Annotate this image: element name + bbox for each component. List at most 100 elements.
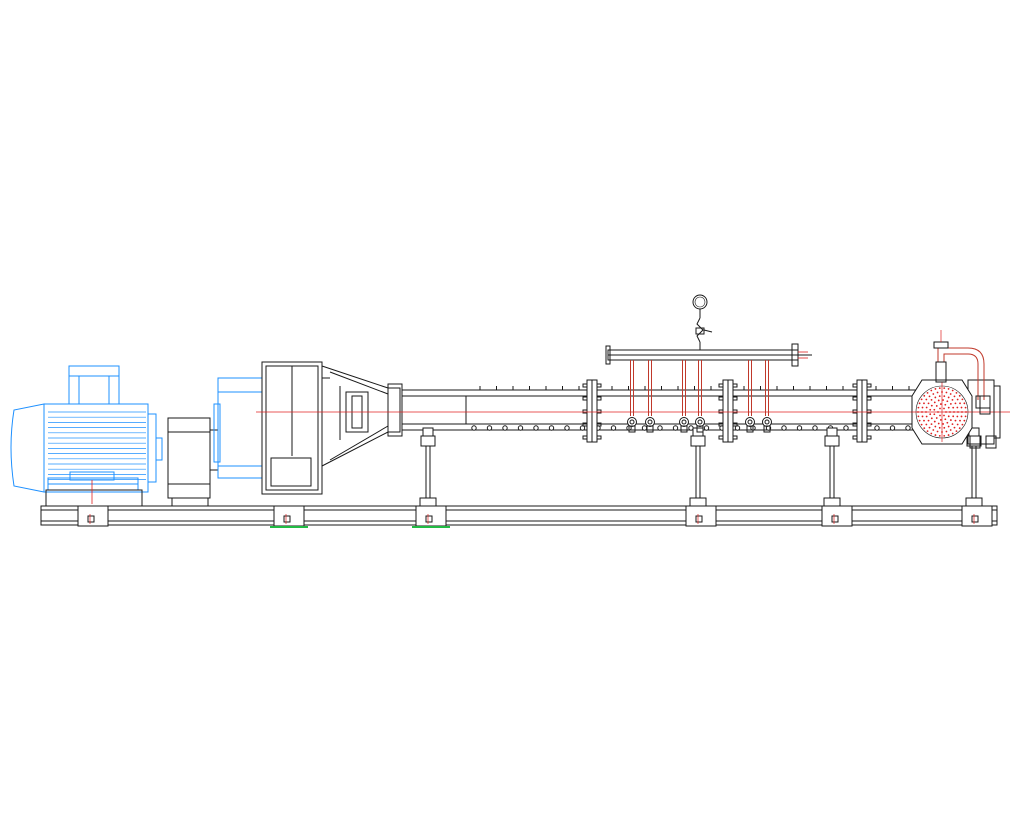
- bottom-bolt: [533, 425, 539, 431]
- pressure-tap: [695, 360, 705, 433]
- plate-hole: [926, 391, 929, 394]
- plate-hole: [935, 417, 938, 419]
- plate-hole: [956, 415, 959, 418]
- plate-hole: [946, 421, 949, 424]
- support-stand: [689, 427, 707, 507]
- plate-hole: [939, 414, 941, 417]
- base-foot: [685, 505, 717, 527]
- plate-hole: [936, 430, 939, 433]
- plate-hole: [927, 402, 930, 405]
- plate-hole: [963, 402, 966, 405]
- plate-hole: [964, 415, 967, 418]
- plate-hole: [955, 430, 958, 433]
- plate-hole: [918, 419, 921, 422]
- plate-hole: [947, 434, 950, 436]
- base-foot: [821, 505, 853, 527]
- plate-hole: [954, 419, 957, 422]
- plate-hole: [933, 413, 936, 416]
- plate-hole: [934, 425, 937, 428]
- plate-hole: [930, 423, 933, 425]
- plate-hole: [932, 429, 935, 431]
- base-feet: [77, 505, 993, 528]
- plate-hole: [928, 395, 931, 398]
- plate-hole: [943, 407, 945, 410]
- plate-hole: [953, 426, 956, 429]
- plate-hole: [917, 415, 920, 418]
- plate-hole: [951, 389, 954, 392]
- plate-hole: [944, 418, 947, 421]
- plate-hole: [947, 396, 950, 399]
- base-foot: [270, 505, 308, 528]
- plate-hole: [963, 419, 966, 422]
- plate-hole: [943, 434, 946, 437]
- plate-hole: [934, 434, 937, 436]
- plate-hole: [930, 432, 933, 435]
- plate-hole: [930, 417, 933, 420]
- plate-hole: [949, 429, 952, 431]
- bottom-bolt: [796, 425, 803, 431]
- plate-hole: [923, 419, 925, 422]
- bottom-bolt: [812, 425, 818, 431]
- pressure-tap: [679, 360, 689, 433]
- plate-hole: [933, 401, 936, 404]
- bottom-bolt: [657, 425, 663, 431]
- plate-hole: [945, 430, 948, 433]
- plate-hole: [938, 387, 941, 390]
- pressure-tap: [745, 360, 755, 433]
- base-foot: [77, 505, 109, 527]
- plate-hole: [949, 419, 952, 421]
- base-frame: [40, 505, 998, 526]
- plate-hole: [930, 399, 933, 401]
- plate-hole: [935, 405, 938, 407]
- plate-hole: [920, 423, 923, 426]
- plate-hole: [947, 406, 950, 409]
- bottom-bolt: [781, 425, 787, 431]
- plate-hole: [917, 406, 920, 409]
- plate-hole: [958, 427, 961, 430]
- plate-hole: [929, 408, 932, 411]
- plate-hole: [928, 426, 931, 429]
- plate-hole: [937, 399, 940, 402]
- plate-hole: [943, 414, 945, 417]
- outlet-riser-pipe: [933, 330, 991, 409]
- bottom-bolt: [905, 425, 911, 431]
- bottom-bolt: [548, 425, 555, 431]
- bottom-bolt: [610, 425, 617, 431]
- bottom-bolt: [703, 425, 710, 431]
- plate-hole: [945, 391, 948, 394]
- coupling-guard: [167, 417, 219, 507]
- plate-hole: [939, 419, 942, 421]
- plate-hole: [961, 423, 964, 426]
- perforated-plate-icon: [911, 379, 973, 445]
- plate-hole: [949, 393, 952, 395]
- plate-hole: [960, 406, 963, 409]
- plate-hole: [937, 422, 940, 425]
- pipe-support-stands: [419, 427, 983, 507]
- pressure-tap: [645, 360, 655, 433]
- plate-hole: [933, 408, 936, 411]
- support-stand: [419, 427, 437, 507]
- plate-hole: [951, 399, 954, 401]
- plate-hole: [921, 415, 924, 418]
- plate-hole: [923, 427, 926, 430]
- plate-hole: [946, 400, 949, 403]
- plate-hole: [925, 423, 928, 426]
- pressure-tap-lines: [627, 360, 772, 433]
- support-stand: [823, 427, 841, 507]
- pressure-tap: [627, 360, 637, 433]
- plate-hole: [955, 391, 958, 394]
- bottom-bolt: [672, 425, 679, 431]
- conical-inlet: [321, 365, 403, 467]
- plate-hole: [951, 423, 954, 425]
- bottom-bolt: [502, 425, 508, 431]
- plate-hole: [942, 399, 945, 401]
- plate-hole: [944, 403, 947, 406]
- base-foot: [412, 505, 450, 528]
- main-test-pipe: [401, 389, 923, 431]
- plate-hole: [952, 406, 955, 409]
- plate-hole: [964, 406, 967, 409]
- plate-hole: [923, 394, 926, 397]
- pressure-tap: [762, 360, 772, 433]
